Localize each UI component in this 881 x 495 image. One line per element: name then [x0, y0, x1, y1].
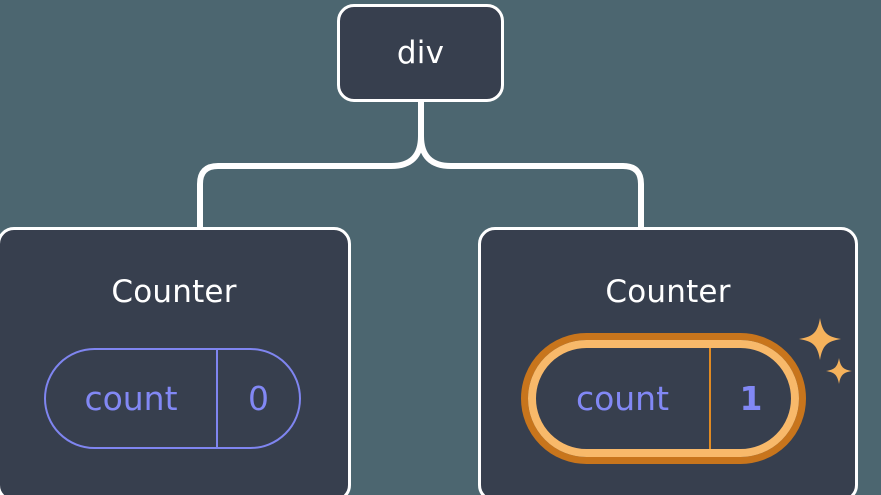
state-pill-left[interactable]: count 0: [44, 348, 301, 449]
connector-branch-left: [197, 135, 424, 227]
node-counter-right-label: Counter: [605, 274, 731, 310]
connector-branch-right: [418, 135, 644, 227]
state-pill-right[interactable]: count 1: [521, 333, 806, 464]
state-pill-right-key: count: [575, 379, 670, 418]
state-pill-left-body: count 0: [44, 348, 301, 449]
state-pill-right-outer-ring: count 1: [521, 333, 806, 464]
node-div-label: div: [396, 34, 445, 71]
sparkle-small-icon: [826, 358, 852, 384]
state-pill-right-value: 1: [709, 348, 791, 449]
state-pill-left-key: count: [84, 379, 178, 418]
state-pill-right-body: count 1: [528, 340, 799, 457]
node-div[interactable]: div: [337, 4, 504, 102]
node-counter-left[interactable]: Counter: [0, 227, 351, 495]
state-pill-left-value: 0: [216, 350, 299, 447]
node-counter-left-label: Counter: [111, 274, 237, 310]
sparkle-large-icon: [799, 318, 841, 360]
sparkle-group: [795, 318, 857, 388]
